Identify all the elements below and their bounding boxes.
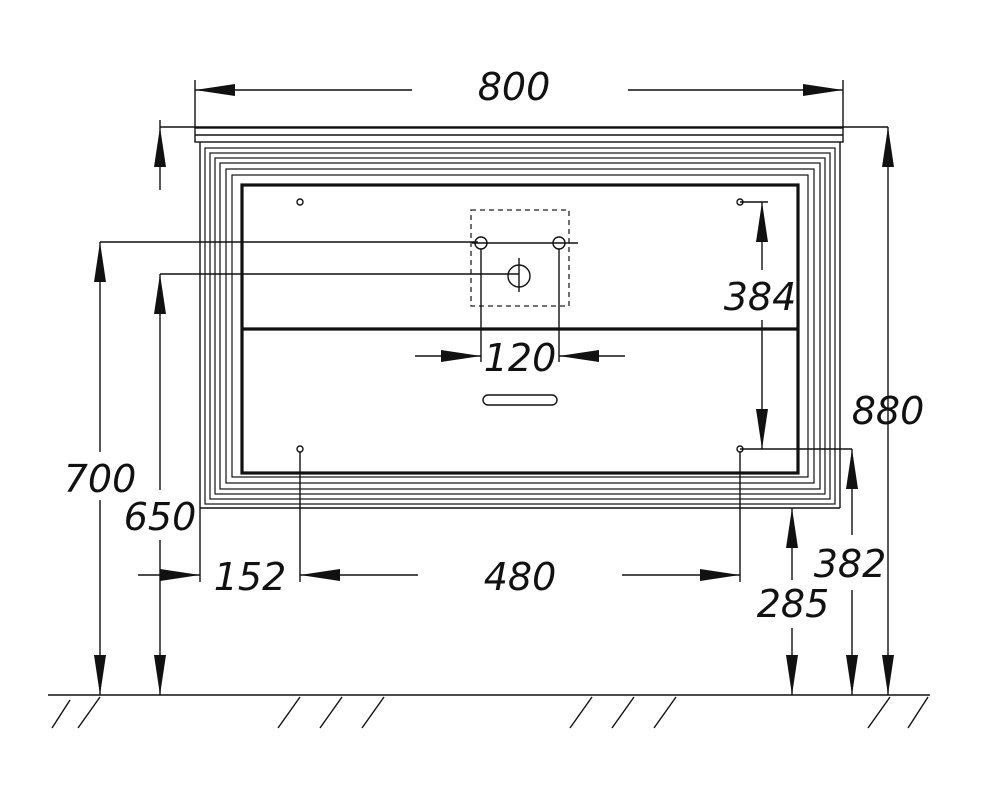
dimension-480: 480	[300, 452, 741, 599]
floor	[48, 694, 930, 729]
dimension-120: 120	[415, 249, 625, 380]
label-480: 480	[484, 555, 557, 599]
dimension-384: 384	[724, 201, 852, 450]
plumbing-cutout	[470, 209, 578, 307]
label-700: 700	[64, 457, 137, 501]
dimension-382: 382	[814, 449, 887, 695]
label-382: 382	[814, 542, 887, 586]
drawer-handle	[482, 394, 558, 406]
dimension-285: 285	[757, 508, 830, 695]
label-120: 120	[484, 336, 557, 380]
dimension-700: 700	[64, 241, 478, 695]
mount-holes	[296, 198, 744, 453]
floor-hatching	[51, 696, 929, 729]
label-152: 152	[214, 555, 287, 599]
dimension-152: 152	[138, 452, 340, 599]
label-285: 285	[757, 582, 830, 626]
label-384: 384	[724, 275, 797, 319]
label-650: 650	[124, 495, 197, 539]
dimension-880: 880	[154, 120, 924, 695]
mount-hole-top-left	[296, 198, 304, 206]
mount-hole-bottom-left	[296, 445, 304, 453]
cabinet-body	[199, 142, 841, 509]
dimension-650: 650	[124, 273, 519, 695]
countertop	[194, 127, 844, 143]
label-800: 800	[478, 65, 551, 109]
dimension-800: 800	[194, 65, 844, 128]
label-880: 880	[852, 389, 925, 433]
